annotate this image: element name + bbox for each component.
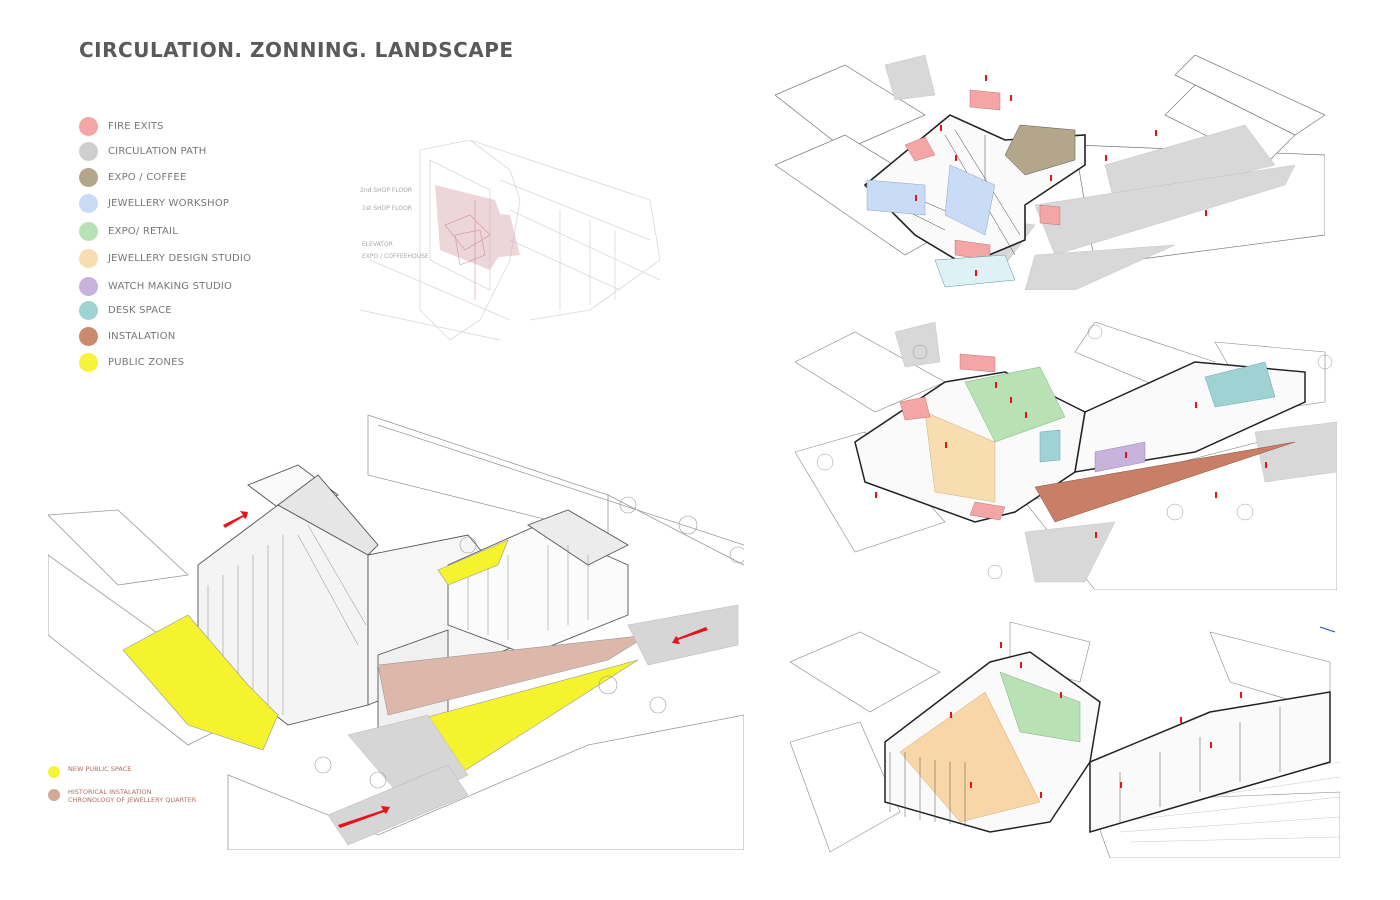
- legend-item-circulation-path: CIRCULATION PATH: [79, 141, 206, 161]
- legend-label: NEW PUBLIC SPACE: [68, 765, 131, 773]
- legend-label: EXPO/ RETAIL: [108, 225, 178, 237]
- page-title: CIRCULATION. ZONNING. LANDSCAPE: [79, 38, 514, 62]
- legend-swatch: [79, 221, 98, 241]
- legend-item-fire-exits: FIRE EXITS: [79, 116, 164, 136]
- legend-label: WATCH MAKING STUDIO: [108, 280, 233, 292]
- middle-floor-drawing: [795, 322, 1337, 590]
- ground-floor-drawing: [790, 622, 1340, 858]
- isometric-site-drawing: [48, 415, 744, 850]
- legend-swatch: [48, 766, 60, 778]
- legend-swatch: [79, 326, 98, 346]
- legend-label: EXPO / COFFEE: [108, 171, 187, 183]
- legend-label: FIRE EXITS: [108, 120, 164, 132]
- site-drawing: [48, 415, 744, 850]
- legend-item-jewellery-design-studio: JEWELLERY DESIGN STUDIO: [79, 248, 251, 268]
- legend-label: PUBLIC ZONES: [108, 356, 185, 368]
- legend-label: DESK SPACE: [108, 304, 172, 316]
- legend-label: INSTALATION: [108, 330, 176, 342]
- legend-swatch: [79, 167, 98, 187]
- legend-label: HISTORICAL INSTALATION CHRONOLOGY OF JEW…: [68, 788, 196, 804]
- legend-swatch: [79, 248, 98, 268]
- sketch-label-1st-floor: 1st SHOP FLOOR: [362, 205, 412, 212]
- legend-item-public-zones: PUBLIC ZONES: [79, 352, 184, 372]
- sketch-label-expo: EXPO / COFFEEHOUSE: [362, 253, 429, 260]
- upper-floor-drawing: [775, 55, 1325, 290]
- legend-item-instalation: INSTALATION: [79, 326, 175, 346]
- legend-label-line-2: CHRONOLOGY OF JEWELLERY QUARTER: [68, 796, 197, 804]
- legend-swatch: [79, 141, 98, 161]
- legend-item-expo-retail: EXPO/ RETAIL: [79, 221, 178, 241]
- legend-swatch: [48, 789, 60, 801]
- legend-item-desk-space: DESK SPACE: [79, 300, 172, 320]
- legend-label: JEWELLERY WORKSHOP: [108, 197, 230, 209]
- isometric-view-middle-floor: [795, 322, 1337, 590]
- sketch-label-elevator: ELEVATOR: [362, 241, 393, 248]
- legend-item-jewellery-workshop: JEWELLERY WORKSHOP: [79, 193, 229, 213]
- legend-item-new-public-space: NEW PUBLIC SPACE: [48, 765, 196, 778]
- legend-swatch: [79, 276, 98, 296]
- isometric-view-ground-floor: [790, 622, 1340, 858]
- legend-item-watch-making-studio: WATCH MAKING STUDIO: [79, 276, 232, 296]
- legend-swatch: [79, 352, 98, 372]
- sketch-label-2nd-floor: 2nd SHOP FLOOR: [360, 187, 413, 194]
- legend-swatch: [79, 300, 98, 320]
- legend-swatch: [79, 193, 98, 213]
- legend-label: CIRCULATION PATH: [108, 145, 207, 157]
- legend-label-line: NEW PUBLIC SPACE: [68, 765, 132, 773]
- legend-label: JEWELLERY DESIGN STUDIO: [108, 252, 252, 264]
- site-legend: NEW PUBLIC SPACE HISTORICAL INSTALATION …: [48, 765, 196, 814]
- legend-label-line: HISTORICAL INSTALATION: [68, 788, 152, 796]
- section-sketch-drawing: [360, 140, 660, 341]
- section-sketch: [360, 140, 660, 355]
- legend-item-historical-instalation: HISTORICAL INSTALATION CHRONOLOGY OF JEW…: [48, 788, 196, 804]
- legend-swatch: [79, 116, 98, 136]
- legend-item-expo-coffee: EXPO / COFFEE: [79, 167, 186, 187]
- isometric-view-upper-floor: [775, 55, 1325, 290]
